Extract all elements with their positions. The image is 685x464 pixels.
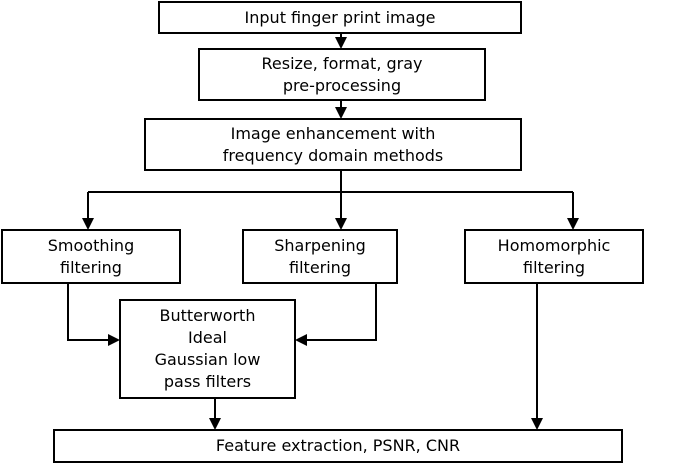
filters-node-label: Butterworth Ideal Gaussian low pass filt…: [154, 306, 261, 391]
input-node: Input finger print image: [158, 1, 522, 34]
feature-node-label: Feature extraction, PSNR, CNR: [215, 436, 461, 455]
smoothing-node: Smoothing filtering: [1, 229, 181, 284]
preprocess-node: Resize, format, gray pre-processing: [198, 48, 486, 101]
enhancement-node-label: Image enhancement with frequency domain …: [222, 123, 444, 165]
sharpening-node: Sharpening filtering: [242, 229, 398, 284]
feature-node: Feature extraction, PSNR, CNR: [53, 429, 623, 463]
enhancement-node: Image enhancement with frequency domain …: [144, 118, 522, 171]
homomorphic-node: Homomorphic filtering: [464, 229, 644, 284]
arrow-sharpening-to-filters: [295, 283, 377, 346]
preprocess-node-label: Resize, format, gray pre-processing: [261, 53, 423, 95]
smoothing-node-label: Smoothing filtering: [47, 235, 135, 277]
homomorphic-node-label: Homomorphic filtering: [497, 235, 611, 277]
filters-node: Butterworth Ideal Gaussian low pass filt…: [119, 299, 296, 399]
arrow-smoothing-to-filters: [67, 283, 120, 346]
sharpening-node-label: Sharpening filtering: [274, 235, 366, 277]
input-node-label: Input finger print image: [244, 7, 436, 27]
